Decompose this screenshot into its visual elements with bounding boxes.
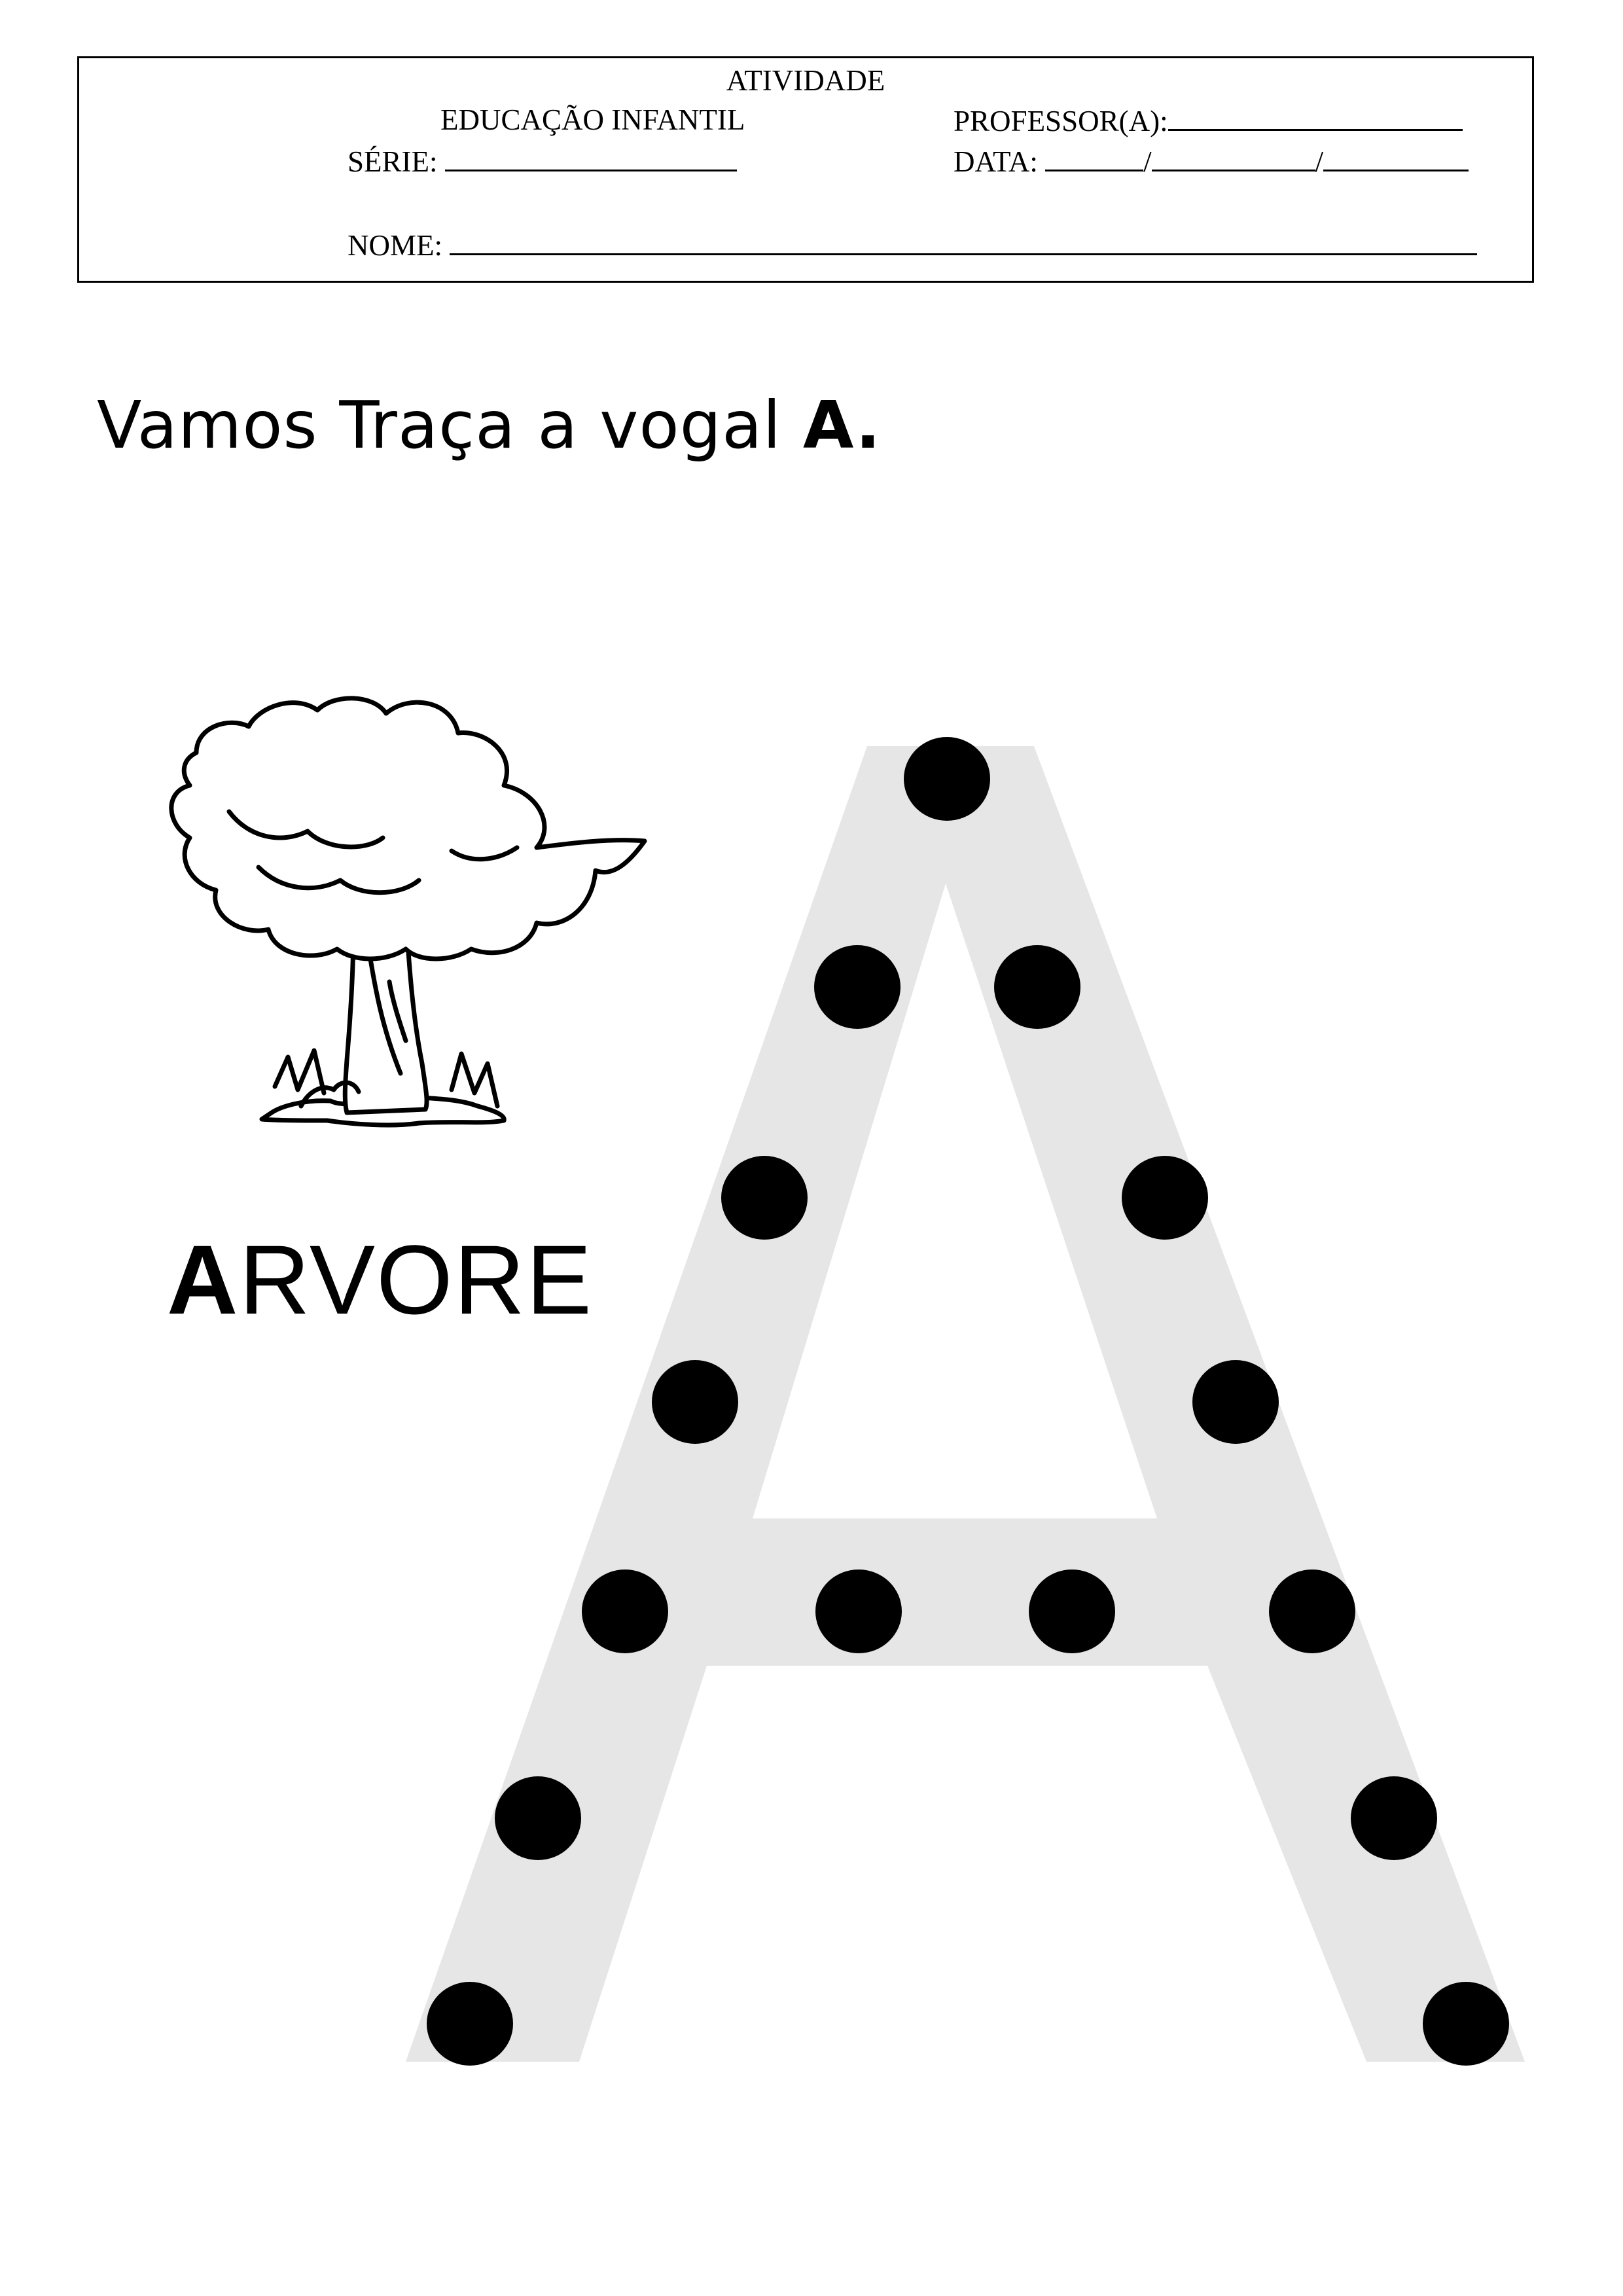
header-box: ATIVIDADE EDUCAÇÃO INFANTIL PROFESSOR(A)…: [77, 56, 1534, 283]
teacher-label: PROFESSOR(A):: [954, 105, 1168, 137]
trace-dot-15[interactable]: [1423, 1982, 1509, 2066]
teacher-row: PROFESSOR(A):: [954, 105, 1463, 136]
example-word-rest: RVORE: [239, 1225, 594, 1335]
name-line[interactable]: [450, 230, 1478, 255]
date-separator: /: [1143, 145, 1152, 178]
instruction-letter: A: [802, 387, 856, 463]
name-label: NOME:: [348, 229, 442, 262]
grade-label: SÉRIE:: [348, 145, 438, 178]
grade-row: SÉRIE:: [348, 146, 737, 177]
date-year-line[interactable]: [1323, 146, 1469, 171]
trace-dot-9[interactable]: [815, 1570, 902, 1653]
trace-dot-12[interactable]: [495, 1776, 581, 1860]
instruction-text: Vamos Traça a vogal: [97, 387, 803, 463]
date-label: DATA:: [954, 145, 1038, 178]
name-row: NOME:: [348, 229, 1478, 262]
date-separator: /: [1315, 145, 1324, 178]
date-month-line[interactable]: [1151, 146, 1315, 171]
trace-dot-6[interactable]: [652, 1360, 738, 1444]
date-day-line[interactable]: [1045, 146, 1144, 171]
example-word-first-letter: A: [167, 1225, 240, 1335]
trace-dot-8[interactable]: [582, 1570, 668, 1653]
tracing-letter-a: [406, 746, 1525, 2062]
trace-dot-10[interactable]: [1029, 1570, 1115, 1653]
trace-dot-11[interactable]: [1269, 1570, 1355, 1653]
tree-icon: [169, 696, 647, 1128]
instruction-heading: Vamos Traça a vogal A.: [97, 393, 881, 458]
trace-dot-7[interactable]: [1192, 1360, 1279, 1444]
trace-dot-2[interactable]: [814, 945, 901, 1029]
trace-dot-5[interactable]: [1122, 1156, 1208, 1240]
teacher-line[interactable]: [1168, 105, 1463, 131]
example-word: ARVORE: [167, 1230, 593, 1329]
instruction-end: .: [855, 387, 882, 463]
trace-dot-14[interactable]: [427, 1982, 513, 2066]
activity-title: ATIVIDADE: [726, 64, 885, 97]
trace-dot-3[interactable]: [994, 945, 1080, 1029]
level-label: EDUCAÇÃO INFANTIL: [440, 103, 745, 136]
grade-line[interactable]: [444, 146, 737, 171]
trace-dot-1[interactable]: [904, 737, 990, 821]
trace-dot-13[interactable]: [1351, 1776, 1437, 1860]
date-row: DATA: / /: [954, 146, 1469, 177]
trace-dot-4[interactable]: [721, 1156, 808, 1240]
